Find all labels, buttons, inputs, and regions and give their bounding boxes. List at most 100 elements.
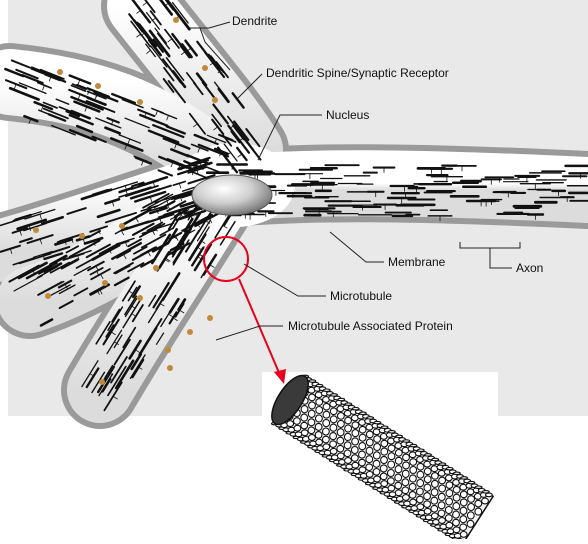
tubulin-subunit bbox=[337, 445, 344, 452]
tubulin-subunit bbox=[352, 438, 359, 445]
tubulin-subunit bbox=[402, 470, 409, 477]
tubulin-subunit bbox=[439, 477, 446, 484]
tubulin-subunit bbox=[323, 389, 330, 391]
tubulin-subunit bbox=[374, 476, 381, 482]
tubulin-subunit bbox=[395, 457, 402, 464]
tubulin-subunit bbox=[454, 472, 461, 474]
tubulin-subunit bbox=[467, 520, 474, 527]
tubulin-subunit bbox=[323, 420, 330, 427]
tubulin-subunit bbox=[453, 527, 460, 533]
tubulin-subunit bbox=[338, 413, 345, 420]
dendritic-spine bbox=[119, 223, 125, 229]
tubulin-subunit bbox=[323, 403, 330, 410]
tubulin-subunit bbox=[366, 447, 373, 454]
tubulin-subunit bbox=[439, 485, 446, 492]
tubulin-subunit bbox=[475, 500, 482, 507]
tubulin-subunit bbox=[424, 468, 431, 475]
tubulin-subunit bbox=[316, 415, 323, 422]
tubulin-subunit bbox=[409, 492, 416, 499]
tubulin-subunit bbox=[308, 427, 315, 434]
tubulin-subunit bbox=[301, 422, 308, 429]
tubulin-subunit bbox=[373, 452, 380, 459]
tubulin-subunit bbox=[316, 399, 323, 406]
dendritic-spine bbox=[187, 329, 193, 335]
dendritic-spine bbox=[79, 233, 85, 239]
tubulin-subunit bbox=[315, 432, 322, 439]
tubulin-subunit bbox=[366, 431, 373, 438]
tubulin-subunit bbox=[381, 440, 388, 447]
tubulin-subunit bbox=[403, 440, 410, 442]
tubulin-subunit bbox=[352, 462, 359, 468]
tubulin-subunit bbox=[424, 501, 431, 508]
tubulin-subunit bbox=[344, 450, 351, 457]
tubulin-subunit bbox=[352, 430, 359, 437]
tubulin-subunit bbox=[431, 497, 438, 504]
tubulin-subunit bbox=[316, 407, 323, 414]
label-microtubule: Microtubule bbox=[330, 289, 392, 303]
tubulin-subunit bbox=[403, 462, 410, 469]
tubulin-subunit bbox=[381, 481, 388, 487]
tubulin-subunit bbox=[410, 444, 417, 446]
tubulin-subunit bbox=[345, 403, 352, 405]
tubulin-subunit bbox=[337, 429, 344, 436]
dendritic-spine bbox=[137, 99, 143, 105]
tubulin-subunit bbox=[323, 436, 330, 443]
tubulin-subunit bbox=[424, 493, 431, 500]
tubulin-subunit bbox=[425, 454, 432, 456]
tubulin-subunit bbox=[468, 496, 475, 503]
tubulin-subunit bbox=[417, 504, 424, 510]
tubulin-subunit bbox=[345, 458, 352, 464]
tubulin-subunit bbox=[344, 433, 351, 440]
tubulin-subunit bbox=[432, 458, 439, 460]
tubulin-subunit bbox=[367, 417, 374, 419]
tubulin-subunit bbox=[410, 499, 417, 505]
nucleus bbox=[192, 175, 272, 215]
tubulin-subunit bbox=[352, 408, 359, 410]
tubulin-subunit bbox=[410, 467, 417, 474]
tubulin-subunit bbox=[460, 499, 467, 506]
tubulin-subunit bbox=[468, 481, 475, 483]
tubulin-subunit bbox=[482, 498, 489, 504]
tubulin-subunit bbox=[330, 441, 337, 448]
tubulin-subunit bbox=[380, 473, 387, 480]
tubulin-subunit bbox=[446, 522, 453, 528]
tubulin-subunit bbox=[388, 485, 395, 491]
tubulin-subunit bbox=[366, 456, 373, 463]
dendritic-spine bbox=[153, 265, 159, 271]
tubulin-subunit bbox=[331, 394, 338, 396]
tubulin-subunit bbox=[446, 498, 453, 505]
tubulin-subunit bbox=[287, 421, 294, 427]
tubulin-subunit bbox=[309, 435, 316, 441]
tubulin-subunit bbox=[366, 439, 373, 446]
label-membrane: Membrane bbox=[388, 255, 445, 269]
tubulin-subunit bbox=[294, 418, 301, 425]
tubulin-subunit bbox=[410, 459, 417, 466]
tubulin-subunit bbox=[402, 487, 409, 494]
tubulin-subunit bbox=[467, 512, 474, 519]
tubulin-subunit bbox=[446, 490, 453, 497]
tubulin-subunit bbox=[330, 424, 337, 431]
tubulin-subunit bbox=[338, 420, 345, 427]
tubulin-subunit bbox=[330, 416, 337, 423]
tubulin-subunit bbox=[460, 516, 467, 523]
tubulin-subunit bbox=[381, 426, 388, 428]
tubulin-subunit bbox=[330, 408, 337, 415]
dendritic-spine bbox=[95, 83, 101, 89]
tubulin-subunit bbox=[351, 447, 358, 454]
tubulin-subunit bbox=[359, 426, 366, 433]
tubulin-subunit bbox=[460, 491, 467, 498]
tubulin-subunit bbox=[417, 480, 424, 487]
tubulin-subunit bbox=[417, 463, 424, 470]
tubulin-subunit bbox=[486, 493, 493, 497]
tubulin-subunit bbox=[417, 471, 424, 478]
tubulin-subunit bbox=[373, 469, 380, 476]
tubulin-subunit bbox=[482, 491, 489, 493]
tubulin-subunit bbox=[410, 475, 417, 482]
tubulin-subunit bbox=[388, 453, 395, 460]
tubulin-subunit bbox=[344, 442, 351, 449]
tubulin-subunit bbox=[316, 384, 323, 386]
tubulin-subunit bbox=[417, 488, 424, 495]
label-nucleus: Nucleus bbox=[326, 108, 369, 122]
